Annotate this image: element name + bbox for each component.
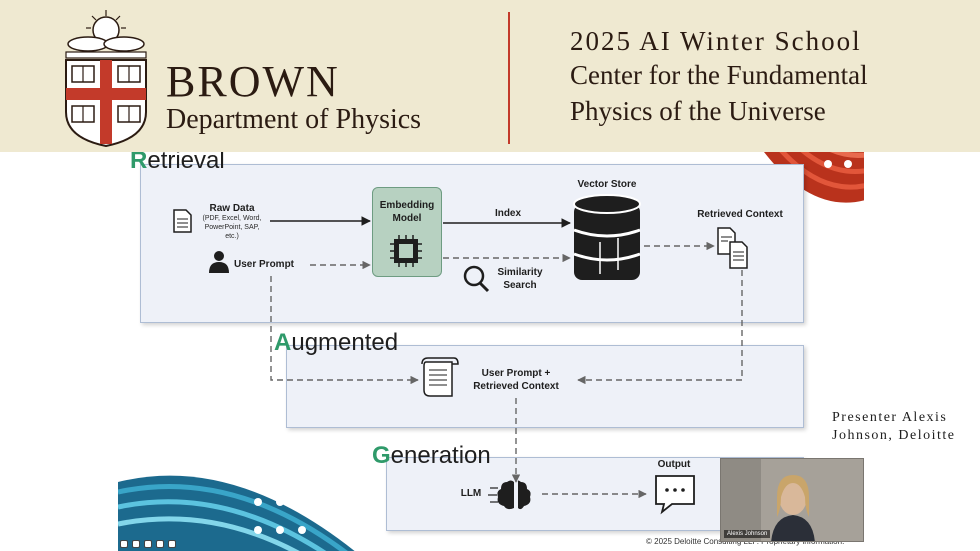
user-prompt-label: User Prompt <box>234 259 295 270</box>
toolbar-button[interactable] <box>132 540 140 548</box>
event-title-line2: Center for the Fundamental <box>570 60 868 90</box>
presenter-caption: Presenter Alexis Johnson, Deloitte <box>832 409 980 445</box>
raw-data-types-2: PowerPoint, SAP, <box>204 224 260 231</box>
retrieval-title: Retrieval <box>130 152 225 174</box>
augmented-section <box>286 345 804 428</box>
index-label: Index <box>494 208 522 219</box>
toolbar-button[interactable] <box>120 540 128 548</box>
brain-icon <box>488 480 531 510</box>
vector-store-label: Vector Store <box>577 179 637 190</box>
person-icon <box>209 251 229 273</box>
embedding-label-2: Model <box>392 213 422 224</box>
raw-data-label: Raw Data <box>209 203 255 214</box>
embedding-label-1: Embedding <box>379 200 435 211</box>
event-title-line3: Physics of the Universe <box>570 96 826 126</box>
similarity-label-1: Similarity <box>497 267 543 278</box>
toolbar-button[interactable] <box>156 540 164 548</box>
department-name: Department of Physics <box>166 104 422 135</box>
scroll-icon <box>421 357 459 397</box>
documents-icon <box>717 227 748 269</box>
event-title-line1: 2025 AI Winter School <box>570 26 862 56</box>
augmented-prompt-label-1: User Prompt + <box>481 368 551 379</box>
slide-toolbar[interactable] <box>120 539 210 549</box>
brown-shield-icon <box>65 10 147 148</box>
header-banner: BROWN Department of Physics 2025 AI Wint… <box>0 0 980 152</box>
retrieved-context-label: Retrieved Context <box>697 209 783 220</box>
toolbar-button[interactable] <box>144 540 152 548</box>
augmented-title: Augmented <box>274 329 399 356</box>
presenter-silhouette <box>721 459 863 541</box>
presenter-line1: Presenter Alexis <box>832 410 948 425</box>
flow-diagram <box>173 194 748 515</box>
similarity-label-2: Search <box>503 280 537 291</box>
banner-divider <box>508 12 510 144</box>
university-name: BROWN <box>166 57 340 106</box>
chat-icon <box>655 475 695 515</box>
generation-title: Generation <box>372 442 491 469</box>
chip-icon <box>390 235 422 267</box>
augmented-prompt-label-2: Retrieved Context <box>473 381 559 392</box>
presenter-video[interactable]: Alexis Johnson <box>720 458 864 542</box>
video-name-tag: Alexis Johnson <box>724 530 771 538</box>
database-icon <box>573 194 641 280</box>
document-icon <box>173 209 192 233</box>
toolbar-button[interactable] <box>168 540 176 548</box>
magnifier-icon <box>463 265 490 293</box>
raw-data-types-1: (PDF, Excel, Word, <box>202 215 262 222</box>
presenter-line2: Johnson, Deloitte <box>832 428 956 444</box>
llm-label: LLM <box>460 488 482 499</box>
retrieval-section <box>140 164 804 323</box>
output-label: Output <box>657 459 691 470</box>
raw-data-types-3: etc.) <box>225 233 239 240</box>
decorative-blue-waves <box>118 475 355 551</box>
